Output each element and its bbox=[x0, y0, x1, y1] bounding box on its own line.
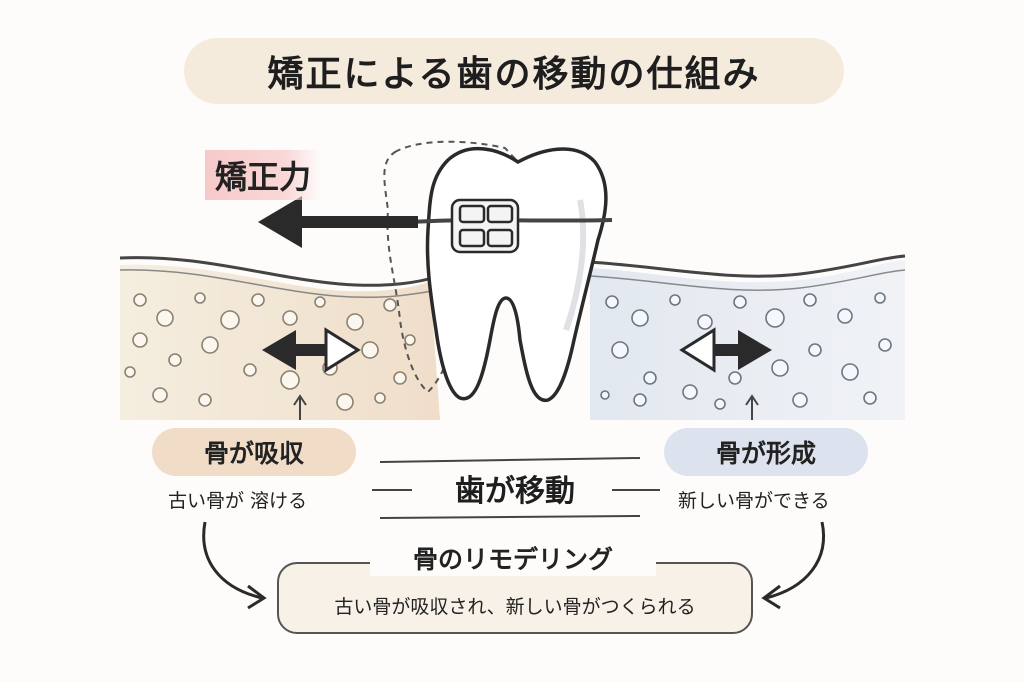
gum-line-left bbox=[119, 256, 441, 287]
force-label: 矯正力 bbox=[205, 150, 322, 200]
remodeling-title: 骨のリモデリング bbox=[370, 540, 656, 576]
formation-double-arrow bbox=[679, 327, 772, 373]
pointer-arrow-right bbox=[745, 394, 759, 420]
remodeling-description: 古い骨が吸収され、新しい骨がつくられる bbox=[334, 596, 696, 618]
tooth-movement-label: 歯が移動 bbox=[455, 474, 575, 509]
force-arrow bbox=[258, 196, 418, 248]
pointer-arrow-left bbox=[293, 394, 307, 420]
curved-arrow-left bbox=[202, 521, 267, 610]
diagram-title: 矯正による歯の移動の仕組み bbox=[267, 54, 761, 95]
original-tooth-outline bbox=[383, 140, 522, 394]
gum-line-right-inner bbox=[589, 269, 906, 291]
center-divider-top bbox=[379, 457, 641, 463]
resorption-double-arrow bbox=[262, 327, 361, 373]
resorption-description: 古い骨が 溶ける bbox=[168, 490, 308, 512]
bone-cells-right bbox=[600, 292, 892, 410]
tooth-shading bbox=[563, 199, 587, 331]
formation-label: 骨が形成 bbox=[664, 428, 868, 476]
curved-arrow-right bbox=[761, 521, 825, 610]
bone-cells-left bbox=[124, 292, 416, 411]
gum-line-right bbox=[587, 254, 906, 278]
gum-line-left-inner bbox=[119, 269, 439, 299]
center-divider-bottom bbox=[379, 515, 641, 519]
bracket bbox=[450, 198, 520, 254]
title-banner: 矯正による歯の移動の仕組み bbox=[184, 38, 844, 104]
formation-description: 新しい骨ができる bbox=[678, 490, 830, 512]
resorption-label: 骨が吸収 bbox=[152, 428, 356, 476]
